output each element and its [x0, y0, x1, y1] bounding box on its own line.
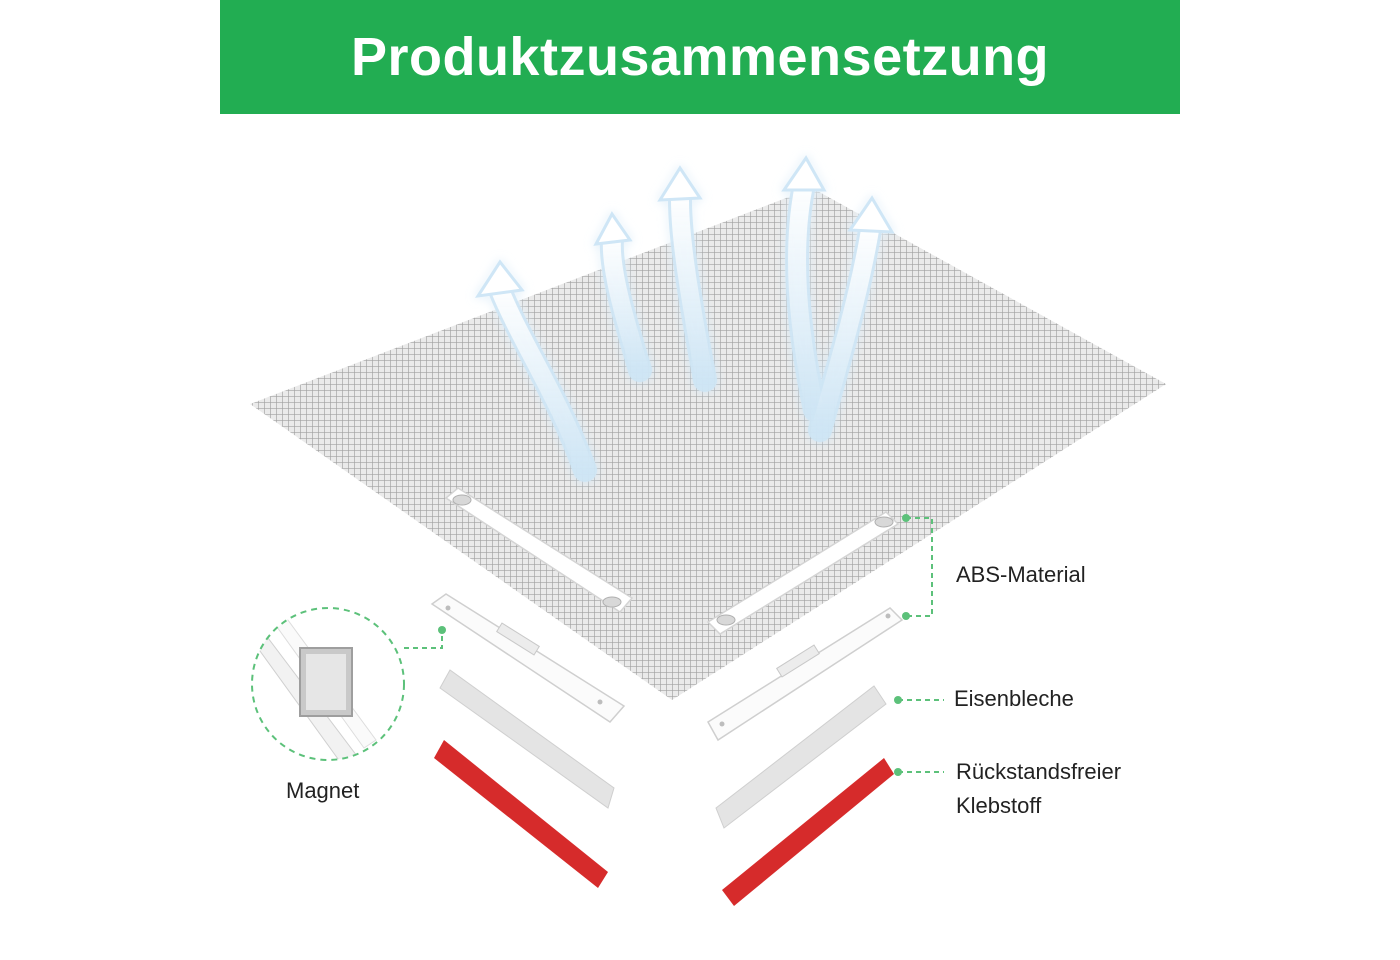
label-adhesive-line1: Rückstandsfreier — [956, 759, 1122, 784]
page-title: Produktzusammensetzung — [350, 27, 1050, 87]
callout-lines — [404, 517, 944, 773]
label-adhesive-line2: Klebstoff — [956, 793, 1042, 818]
title-banner: Produktzusammensetzung — [220, 0, 1180, 114]
abs-holder-right — [706, 607, 904, 742]
abs-bar-right — [706, 511, 900, 635]
magnet-zoom-icon — [251, 607, 405, 761]
abs-bar-left — [444, 487, 634, 613]
iron-strip-right — [715, 685, 887, 829]
callout-dots — [438, 514, 910, 776]
adhesive-strip-right — [722, 758, 894, 906]
iron-strip-left — [439, 669, 615, 809]
label-abs-material: ABS-Material — [956, 562, 1086, 587]
label-magnet: Magnet — [286, 778, 360, 803]
adhesive-strip-left — [434, 740, 608, 888]
mesh-sheet — [250, 188, 1166, 700]
label-iron-plates: Eisenbleche — [954, 686, 1074, 711]
airflow-arrow-icon — [474, 155, 895, 482]
abs-holder-left — [430, 593, 626, 723]
